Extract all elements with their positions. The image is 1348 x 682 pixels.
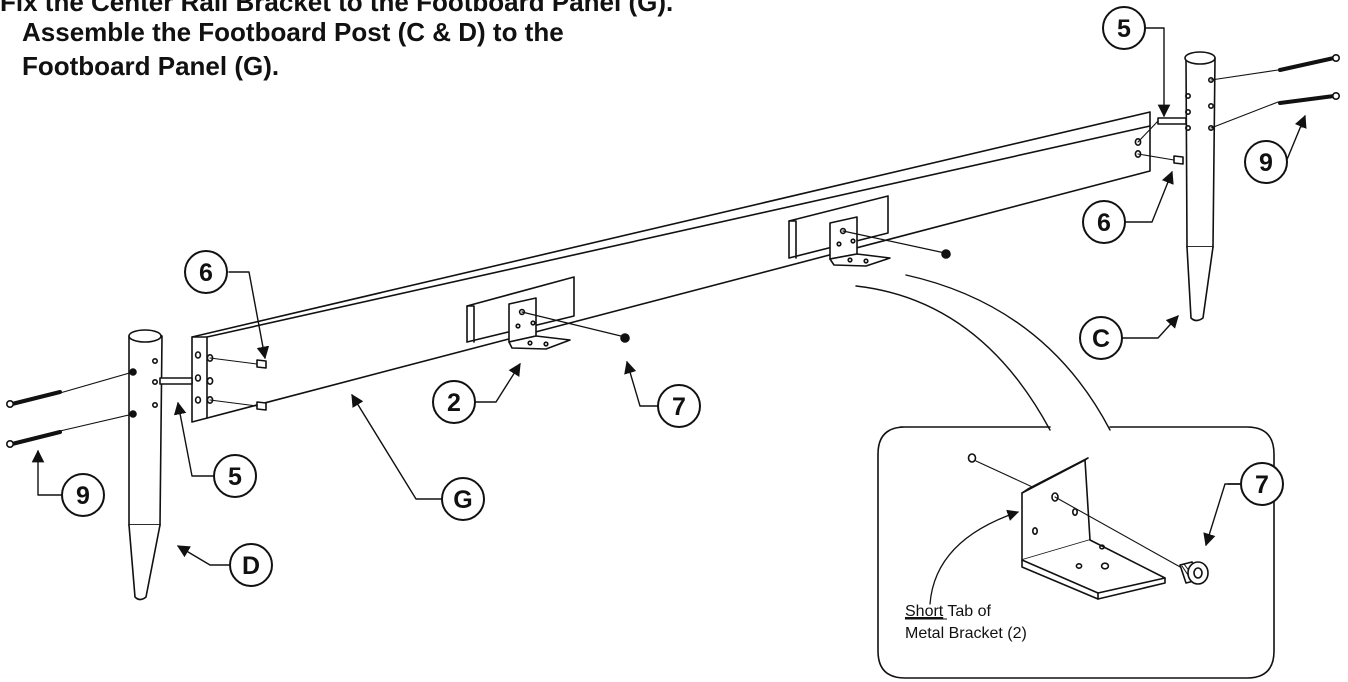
callout-9-left-circle bbox=[61, 473, 105, 517]
callout-d-label: D bbox=[242, 552, 260, 580]
detail-note: Short Tab of Metal Bracket (2) bbox=[905, 603, 1027, 642]
callout-9-right-label: 9 bbox=[1259, 149, 1273, 177]
callout-c-label: C bbox=[1092, 325, 1110, 353]
instruction-line-1: Assemble the Footboard Post (C & D) to t… bbox=[22, 17, 564, 47]
dowels-left bbox=[159, 357, 267, 411]
svg-text:Short Tab of: Short Tab of bbox=[905, 603, 992, 620]
note-line1-rest: Tab of bbox=[943, 603, 991, 620]
note-line2: Metal Bracket (2) bbox=[905, 625, 1027, 642]
callout-6-left-label: 6 bbox=[199, 259, 213, 287]
callout-2-circle bbox=[432, 380, 476, 424]
note-underlined-word: Short bbox=[905, 603, 944, 620]
screw-7-center bbox=[521, 230, 951, 343]
callout-2-label: 2 bbox=[447, 389, 461, 417]
callout-7-detail-label: 7 bbox=[1255, 471, 1269, 499]
bolts-9-right bbox=[1210, 53, 1341, 129]
callout-6-left-circle bbox=[184, 250, 228, 294]
bolts-9-left bbox=[6, 371, 134, 448]
callout-9-right-circle bbox=[1244, 140, 1288, 184]
dowels-right bbox=[1137, 117, 1187, 165]
footboard-post-d bbox=[128, 329, 163, 601]
center-rail-block-left bbox=[466, 276, 575, 350]
callout-5-right-circle bbox=[1102, 6, 1146, 50]
callout-6-right-circle bbox=[1082, 200, 1126, 244]
callout-9-left-label: 9 bbox=[76, 482, 90, 510]
callout-5-right-label: 5 bbox=[1117, 15, 1131, 43]
detail-box bbox=[877, 426, 1275, 679]
callout-7-center-circle bbox=[657, 384, 701, 428]
instruction-line-0: Fix the Center Rail Bracket to the Footb… bbox=[0, 0, 674, 17]
callout-g-label: G bbox=[453, 486, 472, 514]
callout-d-circle bbox=[229, 543, 273, 587]
footboard-post-c bbox=[1184, 51, 1216, 322]
callout-g-circle bbox=[441, 477, 485, 521]
callout-c-circle bbox=[1079, 316, 1123, 360]
callout-7-center-label: 7 bbox=[672, 393, 686, 421]
instruction-line-2: Footboard Panel (G). bbox=[22, 51, 280, 81]
center-rail-block-right bbox=[788, 195, 891, 267]
footboard-panel-g bbox=[191, 111, 1151, 423]
detail-callout-outline bbox=[855, 274, 1111, 431]
callout-5-left-label: 5 bbox=[228, 463, 242, 491]
callout-7-detail-circle bbox=[1240, 462, 1284, 506]
callout-6-right-label: 6 bbox=[1097, 209, 1111, 237]
callout-5-left-circle bbox=[213, 454, 257, 498]
